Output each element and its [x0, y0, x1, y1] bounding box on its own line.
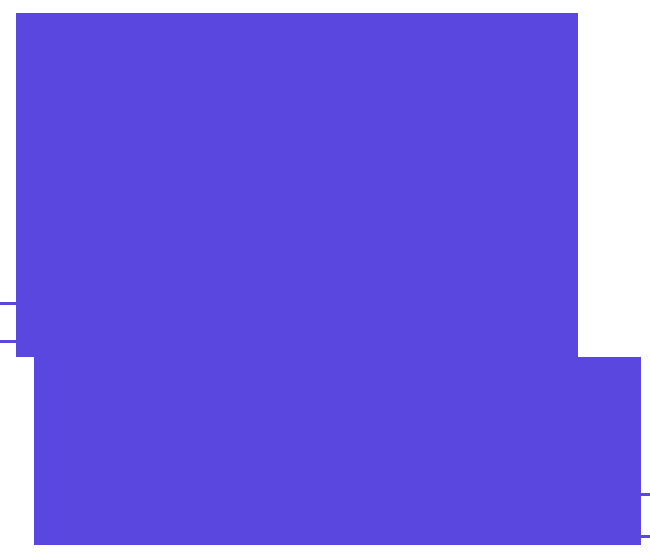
- right-edge-field-outline[interactable]: [618, 493, 650, 538]
- occluder-polygon: [16, 13, 641, 545]
- left-edge-field-outline[interactable]: [0, 302, 32, 343]
